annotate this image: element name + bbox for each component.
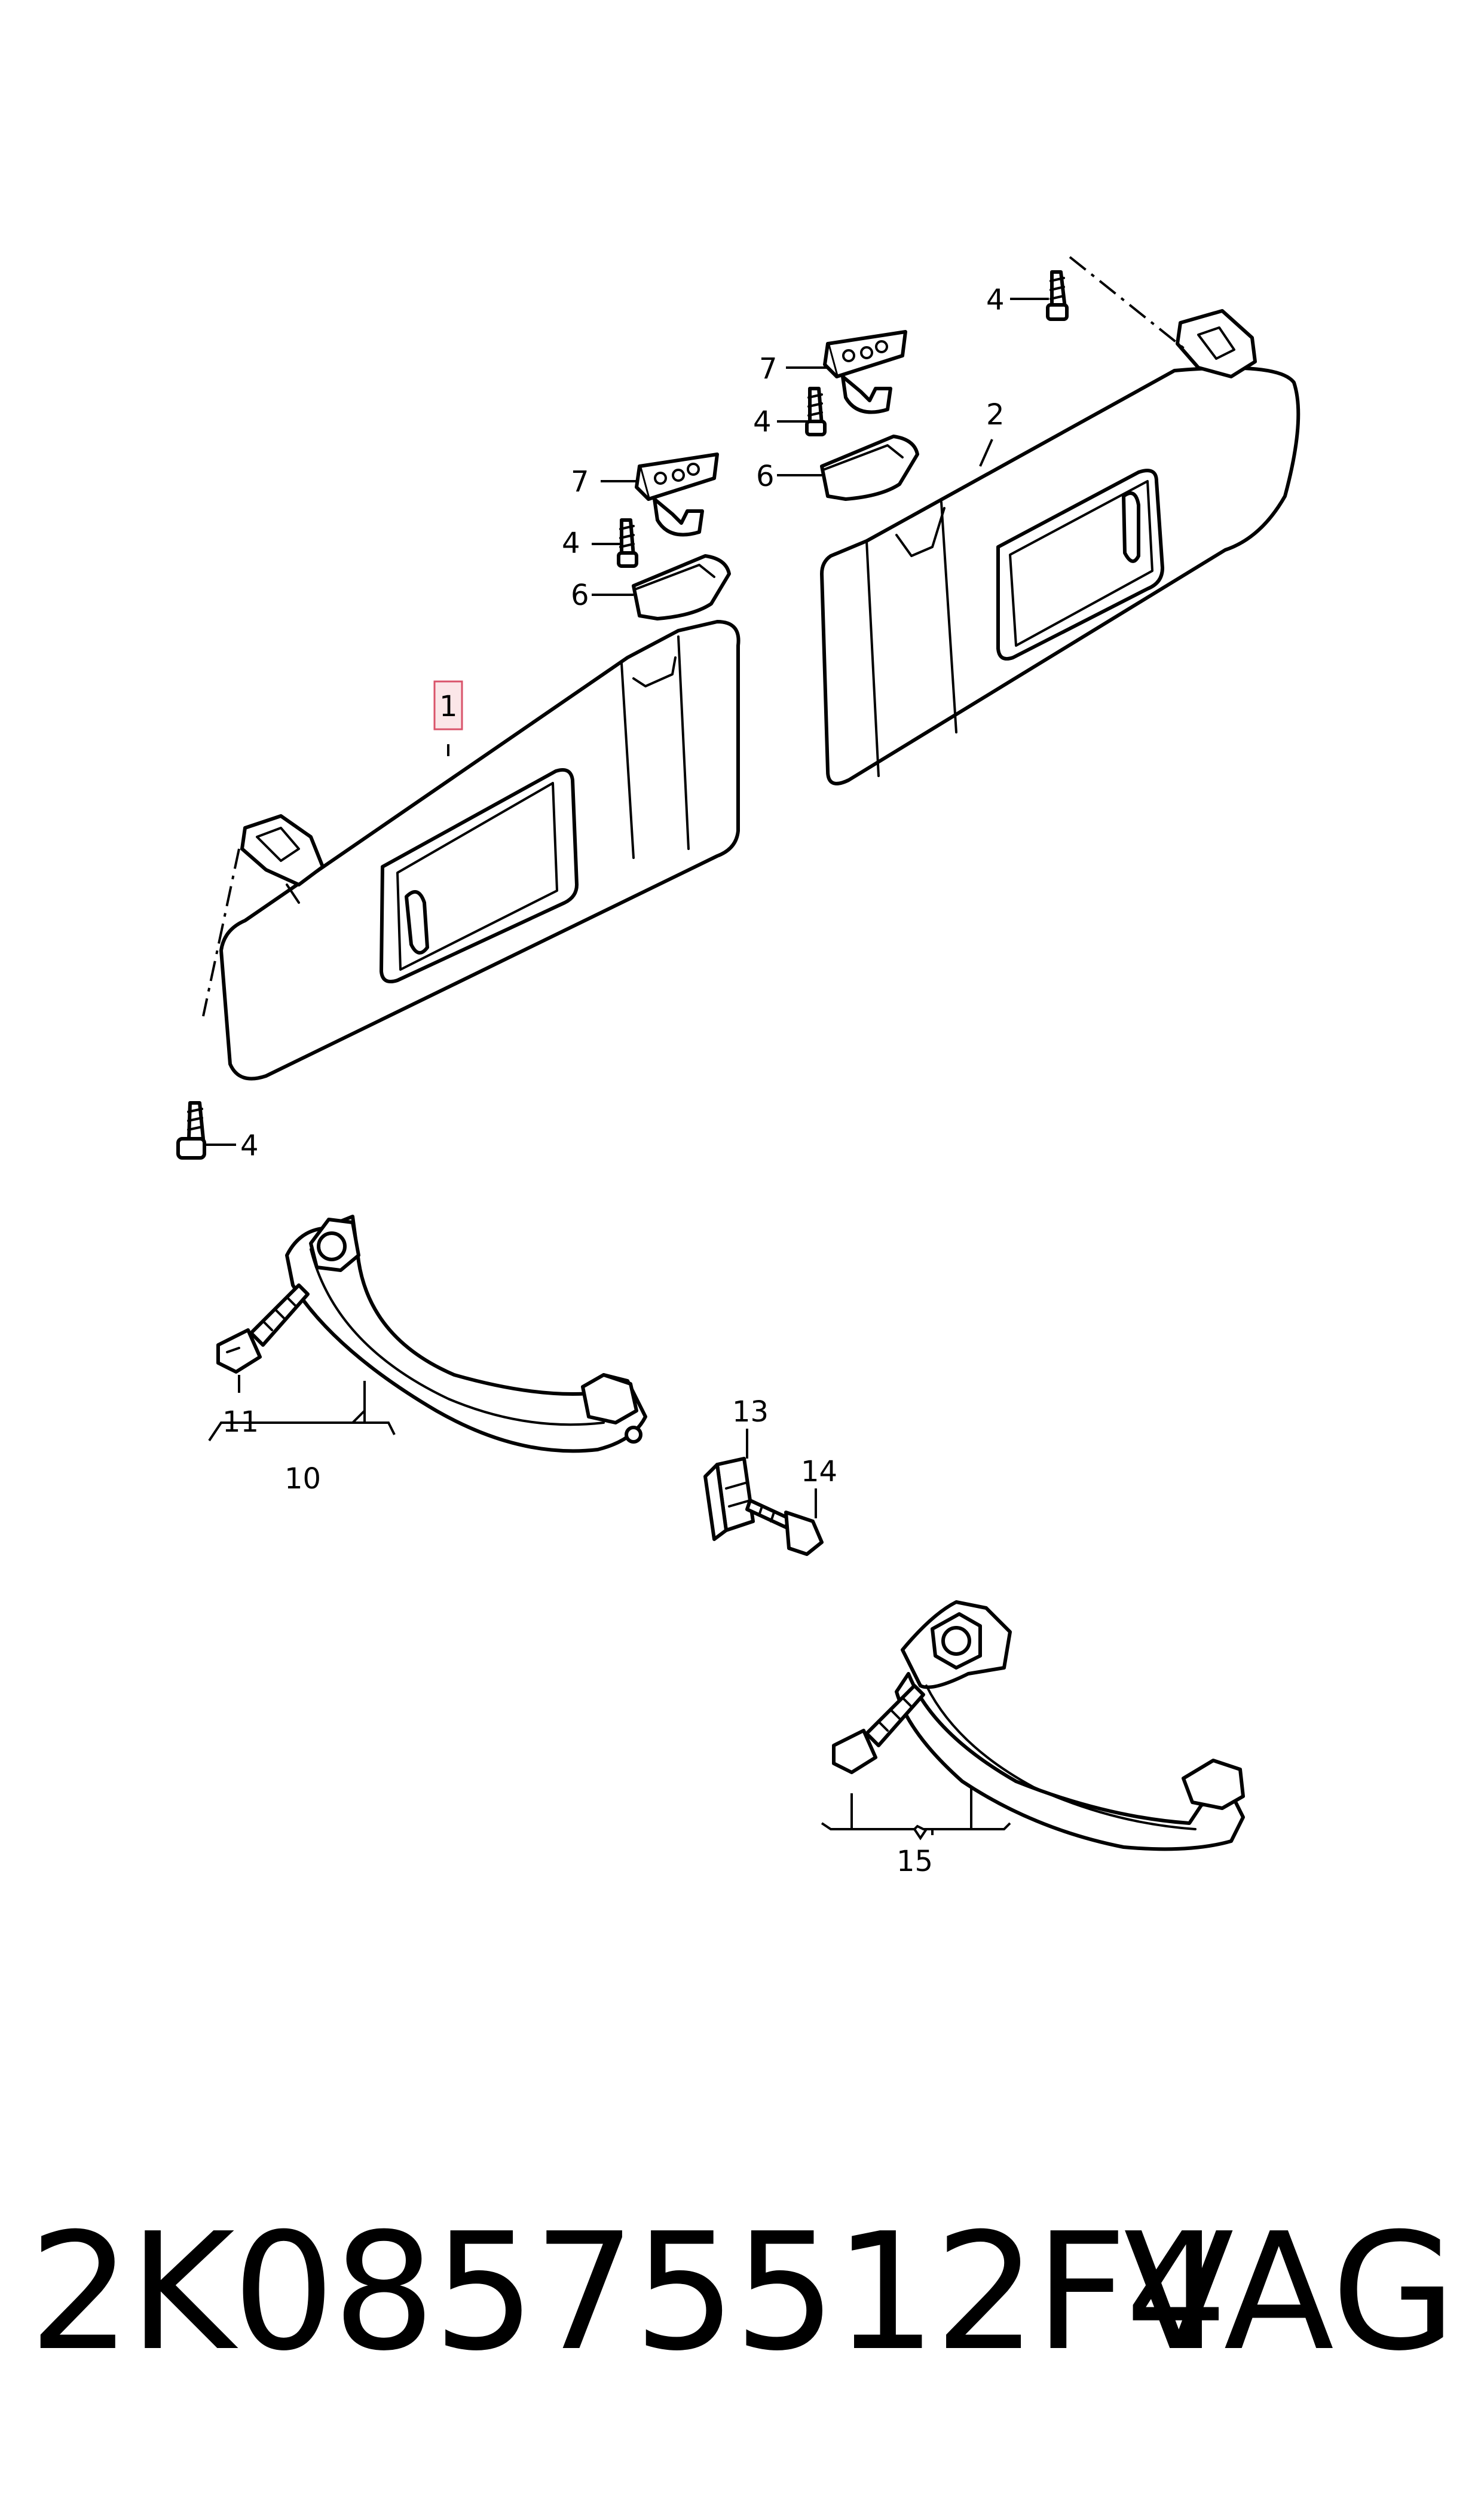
callout-6-left: 6 xyxy=(571,579,589,612)
brand-label: VAG xyxy=(1124,2198,1457,2386)
leader-lines xyxy=(206,298,1049,1841)
screw-4-top-right xyxy=(1046,270,1069,321)
clip-13 xyxy=(703,1457,755,1541)
callout-15: 15 xyxy=(896,1845,933,1878)
callout-1: 1 xyxy=(439,690,458,723)
clip-right xyxy=(823,330,907,414)
part-number: 2K08575512F4 xyxy=(29,2198,1228,2386)
callout-14: 14 xyxy=(801,1455,837,1488)
sun-visor-left xyxy=(219,620,741,1081)
sun-visor-right xyxy=(820,309,1301,785)
callout-1-highlight xyxy=(433,680,463,730)
grab-handle-15 xyxy=(895,1600,1245,1851)
callout-4-top-right: 4 xyxy=(986,283,1005,317)
cover-left xyxy=(632,554,731,620)
callout-10: 10 xyxy=(284,1462,321,1496)
callout-13: 13 xyxy=(732,1395,769,1429)
callout-2: 2 xyxy=(986,398,1005,432)
assembly-line-right xyxy=(1069,256,1191,354)
screw-14 xyxy=(745,1499,824,1556)
screw-4-bottom-left xyxy=(176,1101,206,1160)
cover-right xyxy=(820,435,919,501)
callout-7-right: 7 xyxy=(759,352,778,386)
screw-15 xyxy=(832,1684,925,1774)
screw-11 xyxy=(216,1283,310,1374)
clip-left xyxy=(635,453,719,537)
grab-handle-10 xyxy=(285,1215,647,1453)
assembly-line-left xyxy=(202,848,240,1017)
callout-4-left-visor: 4 xyxy=(562,527,580,560)
callout-6-right: 6 xyxy=(756,460,775,493)
callout-7-left: 7 xyxy=(571,465,589,499)
screw-4-right-visor xyxy=(805,387,827,436)
callout-4-right-visor: 4 xyxy=(753,405,772,439)
callout-4-bottom-left: 4 xyxy=(240,1129,259,1163)
screw-4-left-visor xyxy=(617,518,638,568)
callout-11: 11 xyxy=(222,1405,259,1439)
